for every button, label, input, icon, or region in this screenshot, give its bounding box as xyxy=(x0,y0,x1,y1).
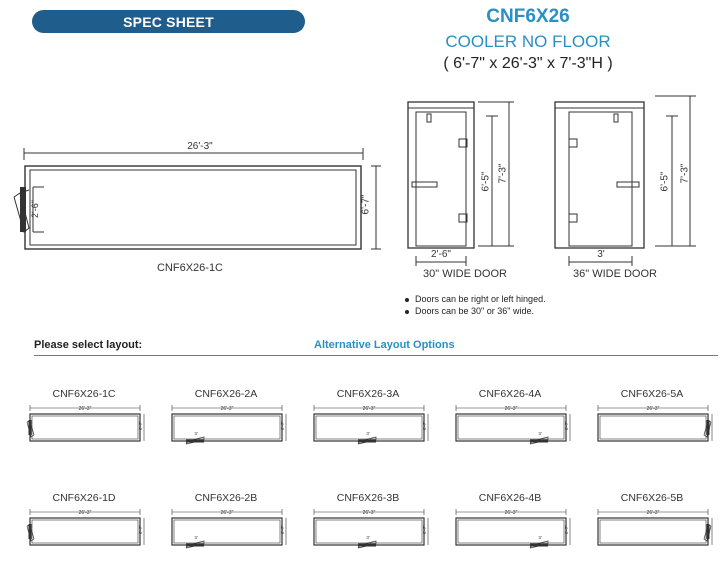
thumb-length-label: 26'-3" xyxy=(647,510,660,516)
plan-length-label: 26'-3" xyxy=(187,141,213,152)
layout-option-label: CNF6X26-4B xyxy=(478,492,542,504)
layout-option-thumbnail: 26'-3"6'-7" xyxy=(597,405,713,442)
layout-option-thumbnail: 26'-3" 6'-7" 3' xyxy=(455,405,571,445)
thumb-door-label: 3' xyxy=(194,535,198,540)
elev1-width: 2'-6" xyxy=(431,249,451,260)
elev2-width: 3' xyxy=(597,249,605,260)
thumb-width-label: 6'-7" xyxy=(422,421,427,430)
alternative-layout-heading: Alternative Layout Options xyxy=(314,339,455,351)
layout-option-cnf6x26-1d[interactable]: CNF6X26-1D 26'-3" 6'-7" xyxy=(26,492,148,562)
layout-option-cnf6x26-4b[interactable]: CNF6X26-4B 26'-3" 6'-7" 3' xyxy=(452,492,574,562)
model-subtitle: COOLER NO FLOOR xyxy=(445,32,611,51)
thumb-length-label: 26'-3" xyxy=(79,406,92,412)
layout-option-label: CNF6X26-2B xyxy=(194,492,258,504)
thumb-length-label: 26'-3" xyxy=(647,406,660,412)
layout-option-thumbnail: 26'-3" 6'-7" 3' xyxy=(455,509,571,549)
layout-option-thumbnail: 26'-3" 6'-7" 3' xyxy=(171,509,287,549)
elev2-caption: 36" WIDE DOOR xyxy=(573,268,657,280)
thumb-length-label: 26'-3" xyxy=(363,406,376,412)
layout-option-label: CNF6X26-5A xyxy=(620,388,684,400)
thumb-door-label: 3' xyxy=(366,431,370,436)
thumb-door-label: 3' xyxy=(194,431,198,436)
thumb-width-label: 6'-7" xyxy=(564,525,569,534)
layout-option-cnf6x26-2b[interactable]: CNF6X26-2B 26'-3" 6'-7" 3' xyxy=(168,492,290,562)
layout-option-label: CNF6X26-4A xyxy=(478,388,542,400)
thumb-length-label: 26'-3" xyxy=(221,406,234,412)
layout-option-cnf6x26-4a[interactable]: CNF6X26-4A 26'-3" 6'-7" 3' xyxy=(452,388,574,458)
elev2-total-height: 7'-3" xyxy=(679,163,691,184)
layout-option-label: CNF6X26-1D xyxy=(52,492,116,504)
spec-sheet-banner: SPEC SHEET xyxy=(32,10,305,33)
thumb-length-label: 26'-3" xyxy=(363,510,376,516)
layout-option-label: CNF6X26-3A xyxy=(336,388,400,400)
note-width: Doors can be 30" or 36" wide. xyxy=(405,306,534,316)
layout-option-cnf6x26-3b[interactable]: CNF6X26-3B 26'-3" 6'-7" 3' xyxy=(310,492,432,562)
layout-option-label: CNF6X26-1C xyxy=(52,388,116,400)
layout-option-label: CNF6X26-2A xyxy=(194,388,258,400)
thumb-length-label: 26'-3" xyxy=(221,510,234,516)
layout-option-cnf6x26-3a[interactable]: CNF6X26-3A 26'-3" 6'-7" 3' xyxy=(310,388,432,458)
elev1-caption: 30" WIDE DOOR xyxy=(423,268,507,280)
thumb-width-label: 6'-7" xyxy=(280,421,285,430)
layout-option-cnf6x26-5a[interactable]: CNF6X26-5A 26'-3"6'-7" xyxy=(594,388,716,458)
thumb-width-label: 6'-7" xyxy=(422,525,427,534)
thumb-length-label: 26'-3" xyxy=(505,510,518,516)
layout-option-thumbnail: 26'-3" 6'-7" xyxy=(26,509,145,546)
elev2-door-height: 6'-5" xyxy=(659,171,671,192)
thumb-length-label: 26'-3" xyxy=(79,510,92,516)
thumb-width-label: 6'-7" xyxy=(280,525,285,534)
layout-option-label: CNF6X26-3B xyxy=(336,492,400,504)
thumb-width-label: 6'-7" xyxy=(564,421,569,430)
section-divider xyxy=(34,355,718,356)
thumb-width-label: 6'-7" xyxy=(138,421,143,430)
layout-option-thumbnail: 26'-3" 6'-7" xyxy=(26,405,145,442)
plan-caption: CNF6X26-1C xyxy=(156,262,224,274)
thumb-door-label: 3' xyxy=(538,535,542,540)
layout-option-cnf6x26-1c[interactable]: CNF6X26-1C 26'-3" 6'-7" xyxy=(26,388,148,458)
thumb-door-label: 3' xyxy=(538,431,542,436)
thumb-length-label: 26'-3" xyxy=(505,406,518,412)
layout-option-thumbnail: 26'-3"6'-7" xyxy=(597,509,713,546)
note-hinge: Doors can be right or left hinged. xyxy=(405,294,546,304)
layout-option-cnf6x26-5b[interactable]: CNF6X26-5B 26'-3"6'-7" xyxy=(594,492,716,562)
layout-option-label: CNF6X26-5B xyxy=(620,492,684,504)
layout-option-thumbnail: 26'-3" 6'-7" 3' xyxy=(313,509,429,549)
model-dimensions: ( 6'-7" x 26'-3" x 7'-3"H ) xyxy=(443,55,613,72)
select-layout-label: Please select layout: xyxy=(34,339,143,351)
layout-option-thumbnail: 26'-3" 6'-7" 3' xyxy=(171,405,287,445)
layout-option-thumbnail: 26'-3" 6'-7" 3' xyxy=(313,405,429,445)
thumb-width-label: 6'-7" xyxy=(138,525,143,534)
layout-option-cnf6x26-2a[interactable]: CNF6X26-2A 26'-3" 6'-7" 3' xyxy=(168,388,290,458)
model-title: CNF6X26 xyxy=(486,6,570,27)
thumb-door-label: 3' xyxy=(366,535,370,540)
